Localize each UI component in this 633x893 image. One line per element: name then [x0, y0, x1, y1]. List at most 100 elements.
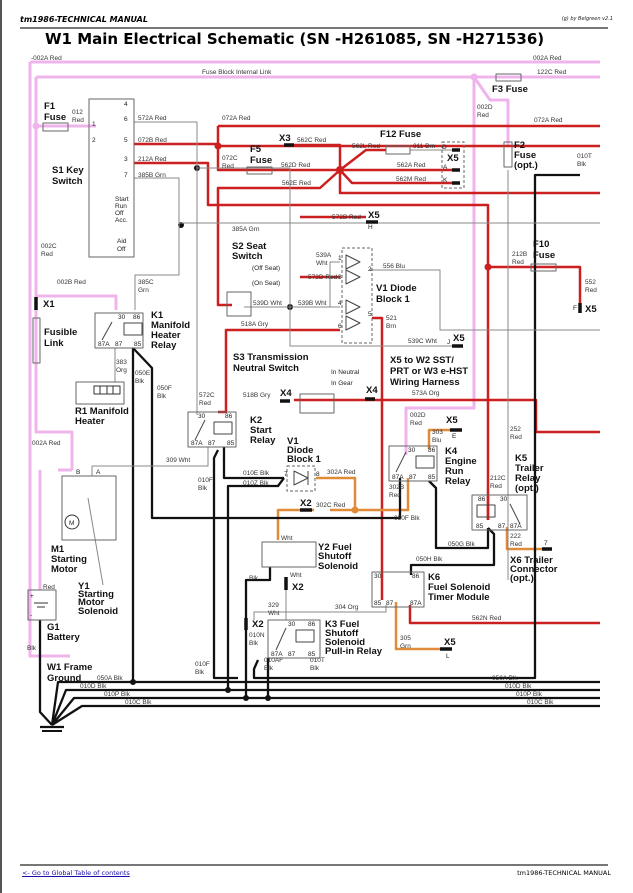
k2-pin-87a: 87A: [191, 440, 203, 447]
wire-050G: [428, 480, 490, 550]
x6-label: X6 Trailer: [510, 555, 553, 566]
x6-pin-7: 7: [544, 540, 548, 547]
battery-plus: +: [30, 593, 34, 600]
k4-label-3: Run: [445, 466, 464, 477]
wire-562E: [216, 169, 341, 307]
x5-l-label: X5: [444, 637, 456, 648]
k6-pin-87a: 87A: [410, 600, 422, 607]
x5-pin-l: L: [446, 653, 450, 660]
wire-label: 518B Gry: [243, 392, 271, 399]
wire-label: 010AF: [264, 657, 283, 664]
k1-pin-85: 85: [134, 341, 142, 348]
wire-label: 385C: [138, 279, 154, 286]
diode-4: [345, 299, 361, 315]
v1-label-3: Block 1: [287, 454, 322, 465]
diode-pin-2: 2: [368, 266, 372, 273]
wire-label: Blk: [157, 393, 167, 400]
f5-fuse-body: [246, 166, 273, 175]
wire-label: 010P Blk: [516, 691, 543, 698]
y2-solenoid-body: [261, 541, 317, 568]
y1-label-4: Solenoid: [78, 606, 118, 617]
x4b-label: X4: [366, 385, 378, 396]
wire-label: 050G Blk: [448, 541, 475, 548]
toc-link[interactable]: <- Go to Global Table of contents: [22, 869, 130, 877]
battery-symbol-icon: [34, 602, 48, 608]
wire-label: 329: [268, 602, 279, 609]
diode-3: [345, 269, 361, 285]
wire-label: Red: [389, 492, 401, 499]
k5-pin-87: 87: [498, 523, 506, 530]
wire-label: 050A Blk: [97, 675, 123, 682]
k5-label-3: Relay: [515, 473, 541, 484]
wire-label: 304 Org: [335, 604, 359, 611]
k2-pin-30: 30: [198, 413, 206, 420]
wire-label: 572D Red: [308, 274, 338, 281]
wire-label: Red: [43, 584, 55, 591]
wire-label: Red: [510, 541, 522, 548]
x1-label: X1: [43, 299, 55, 310]
wire-label: Red: [199, 400, 211, 407]
wire-y1-lead: [87, 497, 104, 586]
x5-pin-k: K: [443, 177, 448, 184]
wire-label: Red: [410, 420, 422, 427]
wire-212B: [488, 265, 582, 305]
k6-label-2: Fuel Solenoid: [428, 582, 490, 593]
wire-label: 305: [400, 635, 411, 642]
v1-diode-body: [286, 465, 316, 492]
x5-pin-d: D: [442, 144, 447, 151]
v1-top-label-2: Block 1: [376, 294, 411, 305]
wire-label: 010Z Blk: [243, 480, 269, 487]
x6-label-3: (opt.): [510, 573, 534, 584]
s3-switch-body: [299, 393, 335, 414]
k2-label-3: Relay: [250, 435, 276, 446]
wire-label: 222: [510, 533, 521, 540]
k2-label-2: Start: [250, 425, 272, 436]
seat-pos-off: (Off Seat): [252, 265, 280, 272]
wire-label: Blk: [135, 378, 145, 385]
wire-label: Wht: [290, 572, 302, 579]
f3-fuse-body: [495, 73, 522, 82]
s2-label-2: Switch: [232, 251, 263, 262]
k4-contact: [395, 451, 407, 473]
wire-labels: -002A Red 002A Red Fuse Block Internal L…: [27, 55, 597, 706]
wire-222: [505, 527, 542, 551]
key-pin: 6: [124, 116, 128, 123]
wire-050A: [50, 680, 600, 726]
wire-556: [370, 269, 600, 331]
wire-572A: [134, 121, 198, 280]
wire-label: Brn: [386, 323, 397, 330]
f5-label-2: Fuse: [250, 155, 272, 166]
k5-pin-86: 86: [478, 496, 486, 503]
motor-pin-a: A: [96, 469, 101, 476]
wire-label: 302C Red: [316, 502, 346, 509]
wire-label: Wht: [281, 535, 293, 542]
wire-label: Red: [72, 117, 84, 124]
wire-label: Blk: [249, 575, 259, 582]
header-manual-title: tm1986-TECHNICAL MANUAL: [20, 15, 148, 24]
wire-label: 562E Red: [282, 180, 311, 187]
f10-label: F10: [533, 239, 549, 250]
wire-label: Red: [585, 287, 597, 294]
k5-coil: [476, 504, 496, 518]
black-wires: [38, 173, 600, 729]
wire-label: Fuse Block Internal Link: [202, 69, 272, 76]
wire-label: Red: [477, 112, 489, 119]
k5-relay-body: [471, 494, 528, 531]
wire-label: 002B Red: [57, 279, 86, 286]
fusible-link-label-2: Link: [44, 338, 64, 349]
k3-contact: [275, 627, 287, 651]
fusible-link-label: Fusible: [44, 327, 77, 338]
wire-303: [427, 428, 450, 449]
wire-label: Wht: [316, 260, 328, 267]
k2-contact: [194, 419, 206, 441]
k2-label: K2: [250, 415, 262, 426]
seat-pos-on: (On Seat): [252, 280, 280, 287]
wire-label: 302B: [389, 484, 404, 491]
wire-010F: [212, 449, 238, 680]
wire-label: 050H Blk: [416, 556, 443, 563]
wire-label: 311 Brn: [413, 143, 436, 150]
wire-label: Blk: [310, 665, 320, 672]
x5-connector-group: [441, 141, 465, 189]
wire-050H: [409, 527, 496, 575]
f1-label-2: Fuse: [44, 112, 66, 123]
